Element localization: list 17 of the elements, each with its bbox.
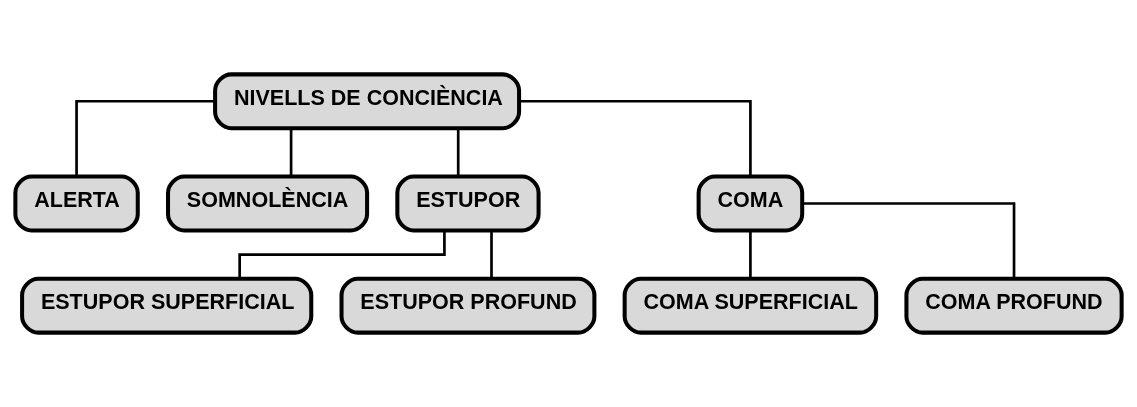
connector [75, 99, 215, 177]
connector [519, 99, 752, 177]
connector [289, 128, 293, 177]
node-box: SOMNOLÈNCIA [166, 174, 370, 233]
node-box: NIVELLS DE CONCIÈNCIA [213, 72, 522, 131]
node-box: COMA PROFUND [904, 276, 1124, 335]
connector [456, 128, 460, 177]
node-box: ESTUPOR PROFUND [339, 276, 597, 335]
node-box: COMA [696, 174, 805, 233]
node-box: ESTUPOR SUPERFICIAL [20, 276, 314, 335]
connector [749, 230, 752, 279]
node-box: ALERTA [13, 174, 140, 233]
connector [238, 230, 446, 279]
node-box: COMA SUPERFICIAL [622, 276, 879, 335]
node-box: ESTUPOR [395, 174, 541, 233]
connector [802, 202, 1016, 279]
connector [490, 230, 493, 279]
